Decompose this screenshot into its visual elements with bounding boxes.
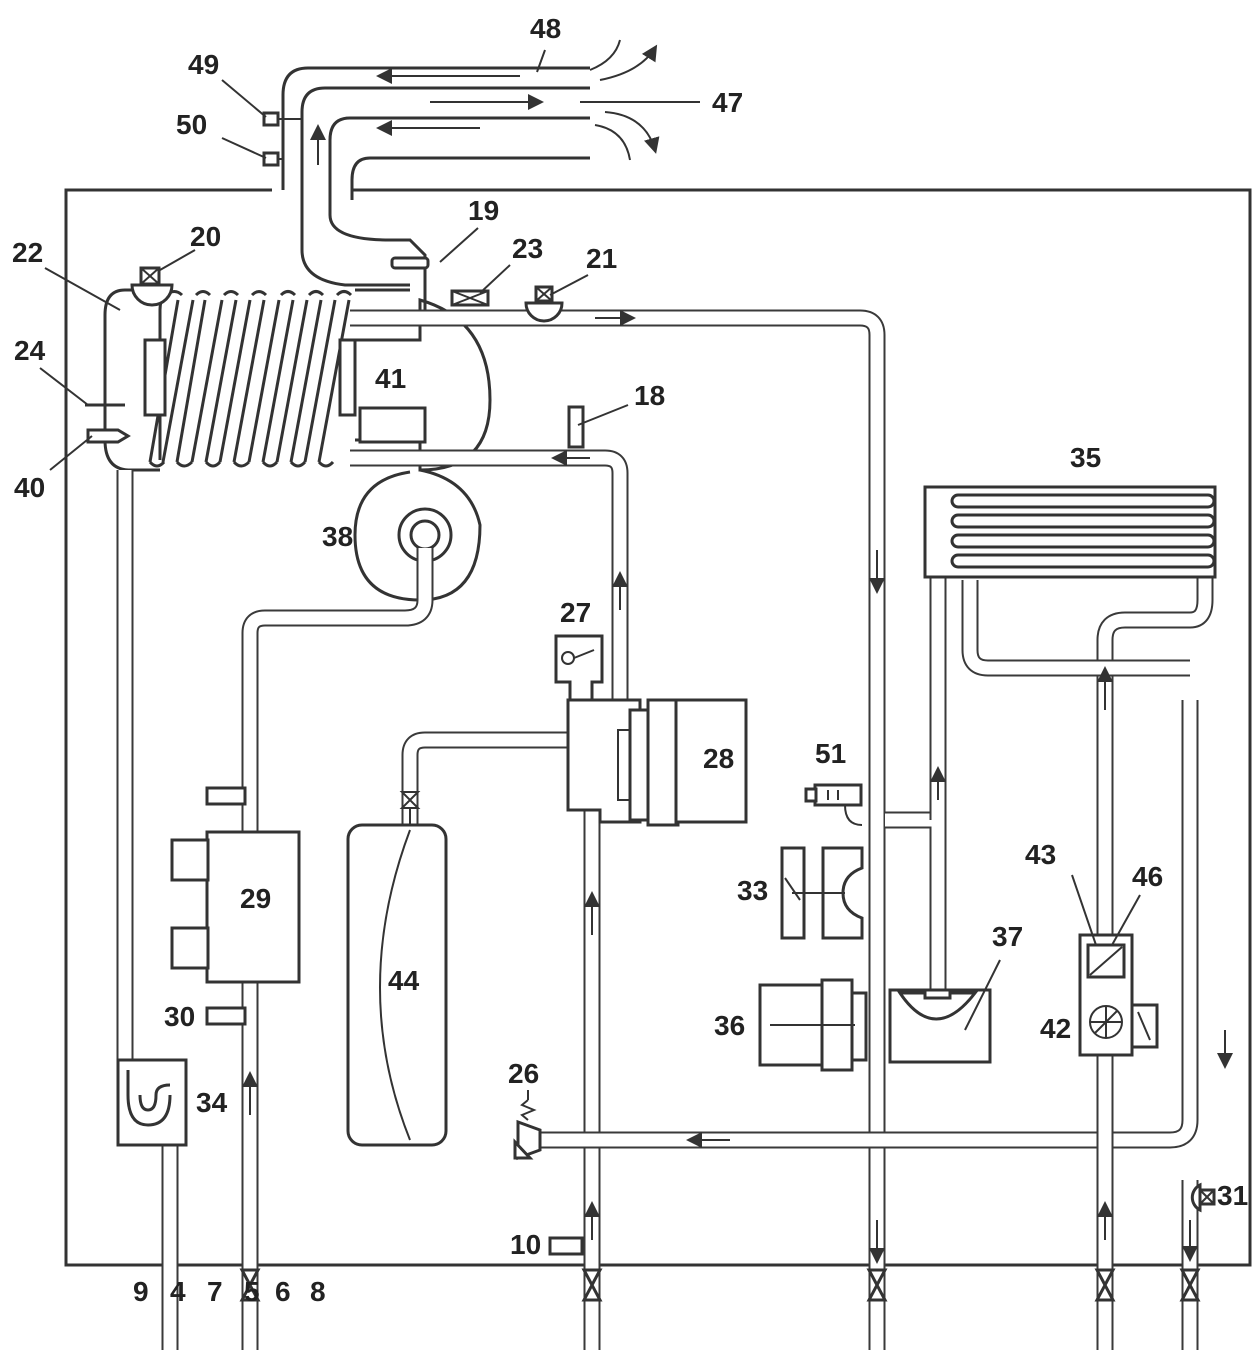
- sensor-18: [567, 405, 585, 449]
- flow-sensor-42: [1078, 933, 1159, 1057]
- label-28: 28: [703, 743, 734, 774]
- pressure-switch-27: [554, 634, 604, 702]
- label-21: 21: [586, 243, 617, 274]
- label-30: 30: [164, 1001, 195, 1032]
- label-38: 38: [322, 521, 353, 552]
- label-8: 8: [310, 1276, 326, 1307]
- coil-tubes: [143, 290, 357, 468]
- valve-body-37: [888, 988, 992, 1064]
- casing-outline: [64, 188, 1252, 1267]
- label-7: 7: [207, 1276, 223, 1307]
- label-4: 4: [170, 1276, 186, 1307]
- label-41: 41: [375, 363, 406, 394]
- label-22: 22: [12, 237, 43, 268]
- air-vent-31: [1190, 1182, 1216, 1213]
- label-50: 50: [176, 109, 207, 140]
- heat-exchanger: [85, 266, 492, 472]
- air-vent-21: [524, 285, 564, 323]
- pipe-network: [116, 309, 1214, 1350]
- label-31: 31: [1217, 1180, 1248, 1211]
- flow-switch-33: [780, 846, 864, 940]
- label-9: 9: [133, 1276, 149, 1307]
- component-51: [804, 783, 863, 826]
- label-29: 29: [240, 883, 271, 914]
- label-5: 5: [244, 1276, 260, 1307]
- label-44: 44: [388, 965, 420, 996]
- label-35: 35: [1070, 442, 1101, 473]
- label-23: 23: [512, 233, 543, 264]
- label-20: 20: [190, 221, 221, 252]
- label-27: 27: [560, 597, 591, 628]
- expansion-vessel-44: [346, 791, 448, 1147]
- label-37: 37: [992, 921, 1023, 952]
- pump-28: [566, 698, 748, 827]
- diverter-valve-36: [758, 978, 868, 1072]
- gas-valve-29: [170, 786, 301, 1026]
- label-49: 49: [188, 49, 219, 80]
- flow-arrows: [242, 310, 1233, 1264]
- label-48: 48: [530, 13, 561, 44]
- label-19: 19: [468, 195, 499, 226]
- label-26: 26: [508, 1058, 539, 1089]
- siphon-34: [116, 1058, 188, 1147]
- flue-duct: [262, 39, 660, 320]
- label-47: 47: [712, 87, 743, 118]
- callout-labels: 48 49 47 50 19 20 22 23 21 24 41 18 40 3…: [12, 13, 1248, 1307]
- valve-23: [450, 289, 490, 307]
- label-36: 36: [714, 1010, 745, 1041]
- label-24: 24: [14, 335, 46, 366]
- safety-valve-26: [513, 1090, 542, 1161]
- label-40: 40: [14, 472, 45, 503]
- label-34: 34: [196, 1087, 228, 1118]
- label-43: 43: [1025, 839, 1056, 870]
- fill-point-10: [548, 1236, 584, 1256]
- label-10: 10: [510, 1229, 541, 1260]
- label-42: 42: [1040, 1013, 1071, 1044]
- label-6: 6: [275, 1276, 291, 1307]
- label-51: 51: [815, 738, 846, 769]
- label-46: 46: [1132, 861, 1163, 892]
- plate-exchanger-35: [923, 485, 1217, 579]
- label-18: 18: [634, 380, 665, 411]
- leader-lines: [39, 49, 1141, 1031]
- bottom-valves: [239, 1268, 1201, 1302]
- label-33: 33: [737, 875, 768, 906]
